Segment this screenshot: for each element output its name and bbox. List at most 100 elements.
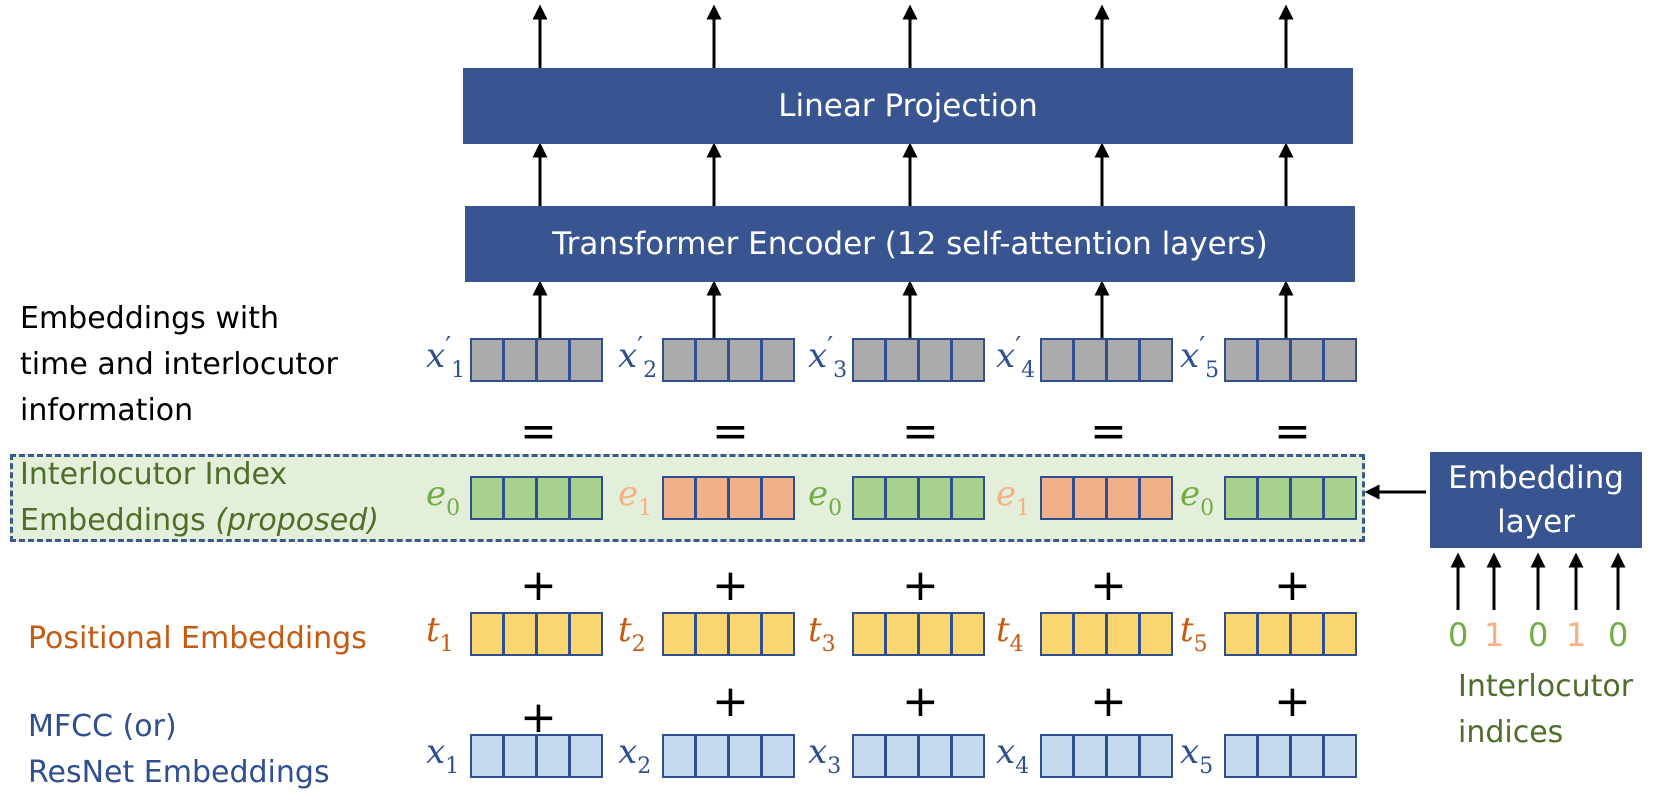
plus-operator: + — [1274, 676, 1311, 727]
symbol-subscript: 0 — [446, 496, 461, 521]
symbol-base: x — [1180, 336, 1200, 376]
symbol-prime: ′ — [445, 332, 452, 362]
symbol-subscript: 5 — [1193, 632, 1208, 657]
combined-symbol: x′3 — [808, 332, 847, 383]
input-label-line1: MFCC (or) — [28, 709, 177, 744]
combined-label-line3: information — [20, 393, 194, 428]
input-cell — [951, 734, 985, 778]
positional-symbol: t2 — [618, 610, 646, 657]
symbol-subscript: 3 — [827, 754, 842, 779]
plus-operator: + — [520, 692, 557, 743]
combined-cell — [1106, 338, 1140, 382]
interlocutor-cell — [470, 476, 504, 520]
positional-cell — [951, 612, 985, 656]
combined-cell — [470, 338, 504, 382]
positional-cell — [662, 612, 696, 656]
input-cell — [918, 734, 952, 778]
equals-operator: = — [1090, 406, 1127, 457]
combined-label-line1: Embeddings with — [20, 301, 279, 336]
interlocutor-cell — [1257, 476, 1291, 520]
combined-cell — [951, 338, 985, 382]
symbol-base: t — [426, 610, 440, 650]
symbol-base: x — [808, 732, 828, 772]
input-symbol: x4 — [996, 732, 1029, 779]
symbol-subscript: 2 — [637, 754, 652, 779]
input-symbol: x2 — [618, 732, 651, 779]
plus-operator: + — [1090, 560, 1127, 611]
interlocutor-label-line2-main: Embeddings — [20, 503, 216, 538]
symbol-base: t — [996, 610, 1010, 650]
positional-symbol: t5 — [1180, 610, 1208, 657]
interlocutor-embeddings-label: Interlocutor Index Embeddings (proposed) — [20, 452, 379, 544]
plus-operator: + — [1090, 676, 1127, 727]
input-embeddings-label: MFCC (or) ResNet Embeddings — [28, 704, 330, 796]
plus-operator: + — [902, 676, 939, 727]
interlocutor-index-digit: 0 — [1608, 616, 1629, 654]
symbol-subscript: 2 — [631, 632, 646, 657]
interlocutor-cell — [1290, 476, 1324, 520]
interlocutor-cell — [1106, 476, 1140, 520]
symbol-base: e — [426, 474, 447, 514]
input-symbol: x1 — [426, 732, 459, 779]
input-cell — [852, 734, 886, 778]
input-cell — [569, 734, 603, 778]
equals-operator: = — [712, 406, 749, 457]
embedding-layer-label-line2: layer — [1497, 504, 1575, 540]
input-cell — [1224, 734, 1258, 778]
interlocutor-cell — [569, 476, 603, 520]
interlocutor-symbol: e1 — [618, 474, 652, 521]
symbol-prime: ′ — [1199, 332, 1206, 362]
combined-cell — [728, 338, 762, 382]
symbol-base: x — [996, 336, 1016, 376]
combined-cell — [1040, 338, 1074, 382]
input-label-line2: ResNet Embeddings — [28, 755, 330, 790]
input-cell — [1257, 734, 1291, 778]
symbol-subscript: 3 — [833, 358, 848, 383]
symbol-base: x — [996, 732, 1016, 772]
symbol-base: t — [1180, 610, 1194, 650]
combined-symbol: x′5 — [1180, 332, 1219, 383]
symbol-base: x — [808, 336, 828, 376]
symbol-subscript: 1 — [451, 358, 466, 383]
combined-symbol: x′2 — [618, 332, 657, 383]
combined-cell — [852, 338, 886, 382]
combined-cell — [1323, 338, 1357, 382]
linear-projection-block: Linear Projection — [463, 68, 1353, 144]
interlocutor-cell — [1139, 476, 1173, 520]
symbol-subscript: 1 — [439, 632, 454, 657]
symbol-subscript: 5 — [1199, 754, 1214, 779]
combined-cell — [918, 338, 952, 382]
indices-label-line1: Interlocutor — [1458, 669, 1634, 704]
interlocutor-cell — [536, 476, 570, 520]
combined-cell — [662, 338, 696, 382]
input-cell — [1290, 734, 1324, 778]
interlocutor-cell — [951, 476, 985, 520]
positional-cell — [918, 612, 952, 656]
positional-cell — [536, 612, 570, 656]
plus-operator: + — [712, 676, 749, 727]
interlocutor-symbol: e0 — [426, 474, 460, 521]
input-symbol: x3 — [808, 732, 841, 779]
embedding-layer-block: Embedding layer — [1430, 452, 1642, 548]
symbol-subscript: 1 — [1016, 496, 1031, 521]
interlocutor-symbol: e1 — [996, 474, 1030, 521]
plus-operator: + — [712, 560, 749, 611]
interlocutor-cell — [918, 476, 952, 520]
indices-label-line2: indices — [1458, 715, 1564, 750]
combined-cell — [695, 338, 729, 382]
input-cell — [1073, 734, 1107, 778]
combined-cell — [1290, 338, 1324, 382]
embedding-layer-label-line1: Embedding — [1448, 460, 1624, 496]
symbol-base: e — [808, 474, 829, 514]
input-cell — [695, 734, 729, 778]
interlocutor-index-digit: 1 — [1484, 616, 1505, 654]
interlocutor-index-digit: 0 — [1528, 616, 1549, 654]
input-cell — [1323, 734, 1357, 778]
interlocutor-index-digit: 0 — [1448, 616, 1469, 654]
symbol-subscript: 4 — [1015, 754, 1030, 779]
symbol-base: x — [618, 732, 638, 772]
combined-cell — [1073, 338, 1107, 382]
combined-embeddings-label: Embeddings with time and interlocutor in… — [20, 296, 338, 434]
positional-cell — [852, 612, 886, 656]
